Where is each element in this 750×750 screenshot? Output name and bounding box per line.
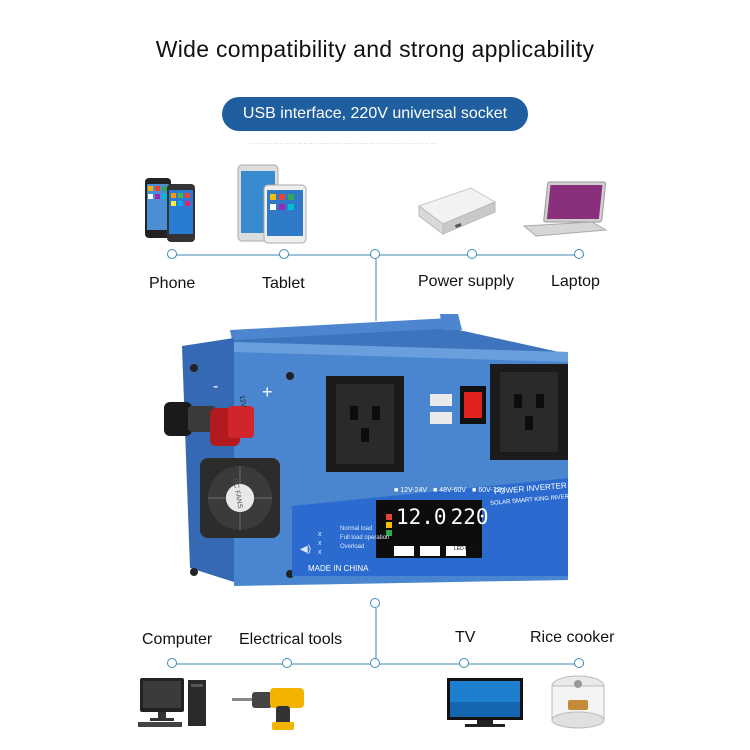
label-electrical-tools: Electrical tools xyxy=(239,631,343,648)
terminal-minus: - xyxy=(213,378,219,395)
made-in-label: MADE IN CHINA xyxy=(308,564,369,573)
display-voltage-out: 220 xyxy=(450,505,489,529)
bottom-stem-line xyxy=(375,608,377,660)
drill-icon xyxy=(230,682,310,732)
node-computer xyxy=(167,658,177,668)
legend-normal-load: Normal load xyxy=(340,526,373,532)
led-display-badge: LED Display xyxy=(454,546,482,552)
legend-marks: x x x xyxy=(318,531,322,556)
fine-print: ·· ··· ···· ··· ······ ···· ··· ······ ·… xyxy=(250,141,438,146)
feature-pill: USB interface, 220V universal socket xyxy=(222,97,528,131)
voltage-options: ■ 12V-24V ■ 48V-60V ■ 60V-72V xyxy=(394,487,505,494)
node-rice-cooker xyxy=(574,658,584,668)
node-tablet xyxy=(279,249,289,259)
label-power-supply: Power supply xyxy=(418,273,515,290)
rice-cooker-icon xyxy=(548,672,608,730)
display-voltage-in: 12.0 xyxy=(396,505,447,529)
voltage-option-1: ■ 12V-24V xyxy=(394,487,428,494)
tablet-icon xyxy=(236,163,310,245)
label-computer: Computer xyxy=(142,631,213,648)
node-center-bottom xyxy=(370,658,380,668)
tv-icon xyxy=(445,676,525,730)
legend-overload: Overload xyxy=(340,544,365,550)
terminal-plus: + xyxy=(262,382,273,402)
power-inverter-image xyxy=(150,310,580,600)
node-tv xyxy=(459,658,469,668)
label-phone: Phone xyxy=(149,275,196,292)
phone-icon xyxy=(143,176,199,246)
label-rice-cooker: Rice cooker xyxy=(530,629,615,646)
label-laptop: Laptop xyxy=(551,273,600,290)
top-stem-line xyxy=(375,259,377,321)
node-power-supply xyxy=(467,249,477,259)
speaker-icon: ◀) xyxy=(300,544,312,555)
voltage-option-3: ■ 60V-72V xyxy=(472,487,506,494)
node-center-top xyxy=(370,249,380,259)
label-tablet: Tablet xyxy=(262,275,305,292)
power-bank-icon xyxy=(415,184,497,238)
desktop-computer-icon xyxy=(136,676,210,730)
laptop-icon xyxy=(520,180,610,240)
node-laptop xyxy=(574,249,584,259)
node-center-bottom-top xyxy=(370,598,380,608)
legend-full-load: Full load operation xyxy=(340,535,390,541)
node-phone xyxy=(167,249,177,259)
node-electrical-tools xyxy=(282,658,292,668)
page-headline: Wide compatibility and strong applicabil… xyxy=(155,36,595,62)
voltage-option-2: ■ 48V-60V xyxy=(433,487,467,494)
label-tv: TV xyxy=(455,629,476,646)
